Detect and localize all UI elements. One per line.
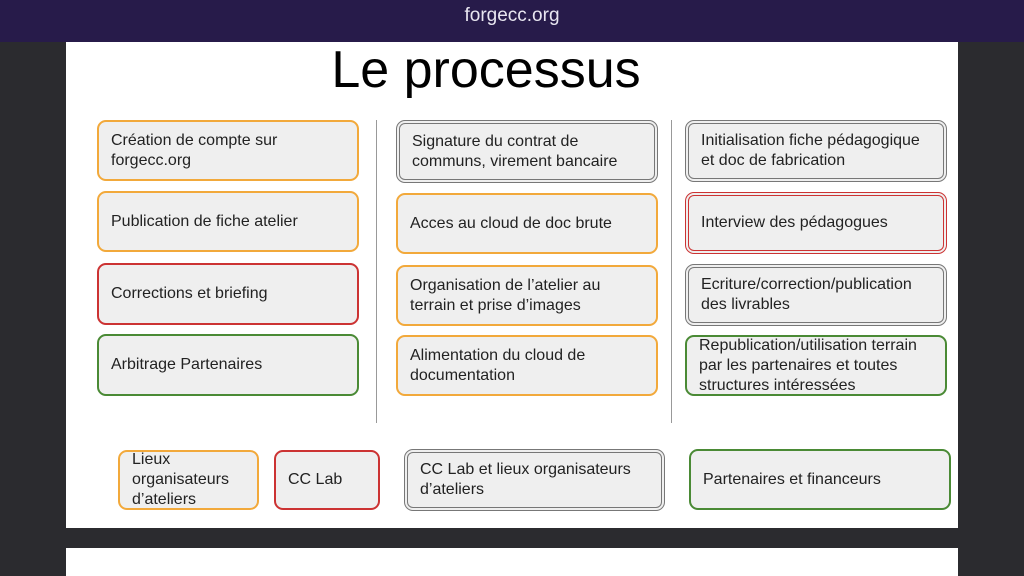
legend-box: Partenaires et financeurs	[689, 449, 951, 510]
slide-title: Le processus	[331, 41, 641, 99]
address-bar[interactable]: forgecc.org	[0, 0, 1024, 42]
step-box: Signature du contrat de communs, viremen…	[396, 120, 658, 183]
step-box: Ecriture/correction/publication des livr…	[685, 264, 947, 326]
slide: Le processus Création de compte sur forg…	[66, 42, 958, 528]
step-box: Initialisation fiche pédagogique et doc …	[685, 120, 947, 182]
step-box: Republication/utilisation terrain par le…	[685, 335, 947, 396]
step-box: Organisation de l’atelier au terrain et …	[396, 265, 658, 326]
step-box: Alimentation du cloud de documentation	[396, 335, 658, 396]
domain-label: forgecc.org	[464, 5, 560, 26]
legend-box: CC Lab et lieux organisateurs d’ateliers	[404, 449, 665, 511]
step-box: Interview des pédagogues	[685, 192, 947, 254]
step-box: Acces au cloud de doc brute	[396, 193, 658, 254]
legend-box: Lieux organisateurs d’ateliers	[118, 450, 259, 510]
column-divider	[671, 120, 672, 423]
column-divider	[376, 120, 377, 423]
next-slide	[66, 548, 958, 576]
legend-box: CC Lab	[274, 450, 380, 510]
step-box: Création de compte sur forgecc.org	[97, 120, 359, 181]
step-box: Corrections et briefing	[97, 263, 359, 325]
step-box: Publication de fiche atelier	[97, 191, 359, 252]
step-box: Arbitrage Partenaires	[97, 334, 359, 396]
